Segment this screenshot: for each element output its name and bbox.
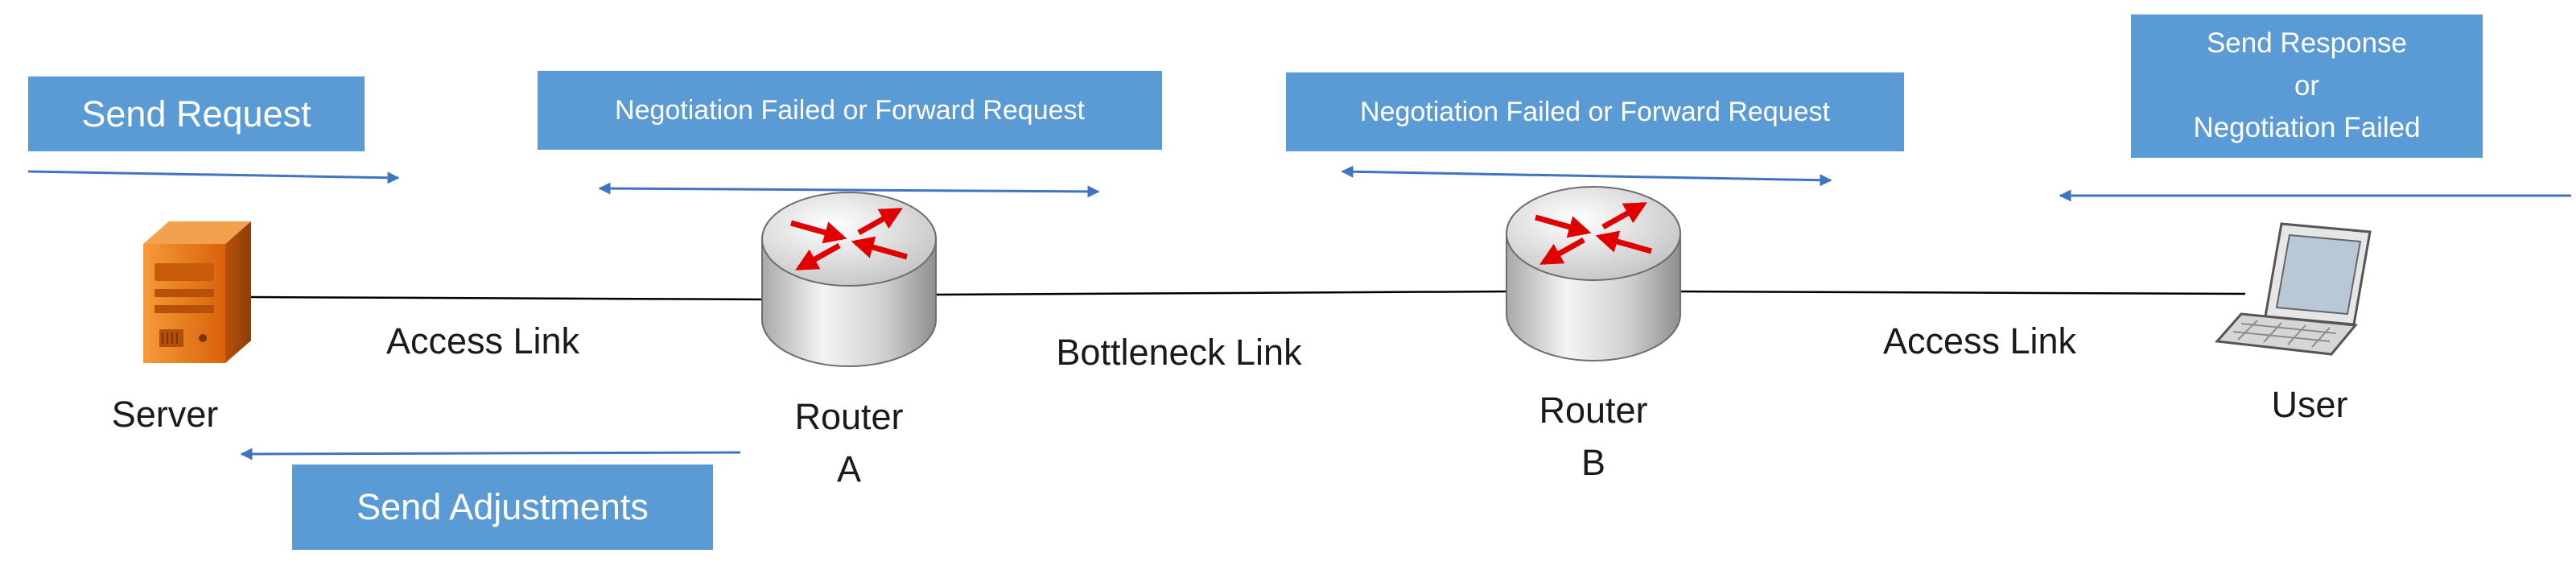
router-b-line-2: B [1581, 442, 1605, 484]
send-adjustments-arrow [240, 448, 741, 460]
user-label: User [2271, 384, 2348, 425]
negotiation-a-arrow [598, 182, 1100, 198]
router-a-icon [761, 192, 937, 367]
send-request-box: Send Request [28, 76, 365, 151]
bottleneck-link-line [933, 290, 1514, 296]
router-a-label: Router A [748, 390, 950, 496]
access-link-left-label: Access Link [385, 320, 580, 361]
send-response-line-1: Send Response [2206, 27, 2408, 60]
router-a-line-1: Router [794, 396, 904, 437]
server-icon [143, 221, 251, 363]
send-request-arrow [27, 170, 400, 184]
negotiation-a-box: Negotiation Failed or Forward Request [538, 71, 1162, 150]
send-request-text: Send Request [81, 93, 311, 134]
access-link-right-line [1673, 290, 2246, 295]
access-link-right-label: Access Link [1882, 320, 2077, 361]
send-response-line-2: or [2294, 69, 2320, 101]
laptop-icon [2214, 222, 2372, 356]
router-a-line-2: A [836, 448, 861, 490]
bottleneck-link-label: Bottleneck Link [1056, 332, 1302, 373]
send-adjustments-box: Send Adjustments [292, 465, 713, 550]
negotiation-a-text: Negotiation Failed or Forward Request [615, 94, 1085, 126]
negotiation-b-text: Negotiation Failed or Forward Request [1360, 96, 1830, 127]
negotiation-b-arrow [1341, 165, 1832, 187]
router-b-line-1: Router [1539, 390, 1648, 431]
negotiation-b-box: Negotiation Failed or Forward Request [1286, 72, 1904, 151]
server-label: Server [111, 394, 219, 435]
router-b-label: Router B [1493, 384, 1694, 489]
access-link-left-line [250, 295, 773, 301]
send-response-line-3: Negotiation Failed [2193, 112, 2421, 144]
send-response-box: Send Response or Negotiation Failed [2131, 14, 2483, 158]
send-adjustments-text: Send Adjustments [357, 486, 649, 527]
router-b-icon [1506, 186, 1681, 361]
